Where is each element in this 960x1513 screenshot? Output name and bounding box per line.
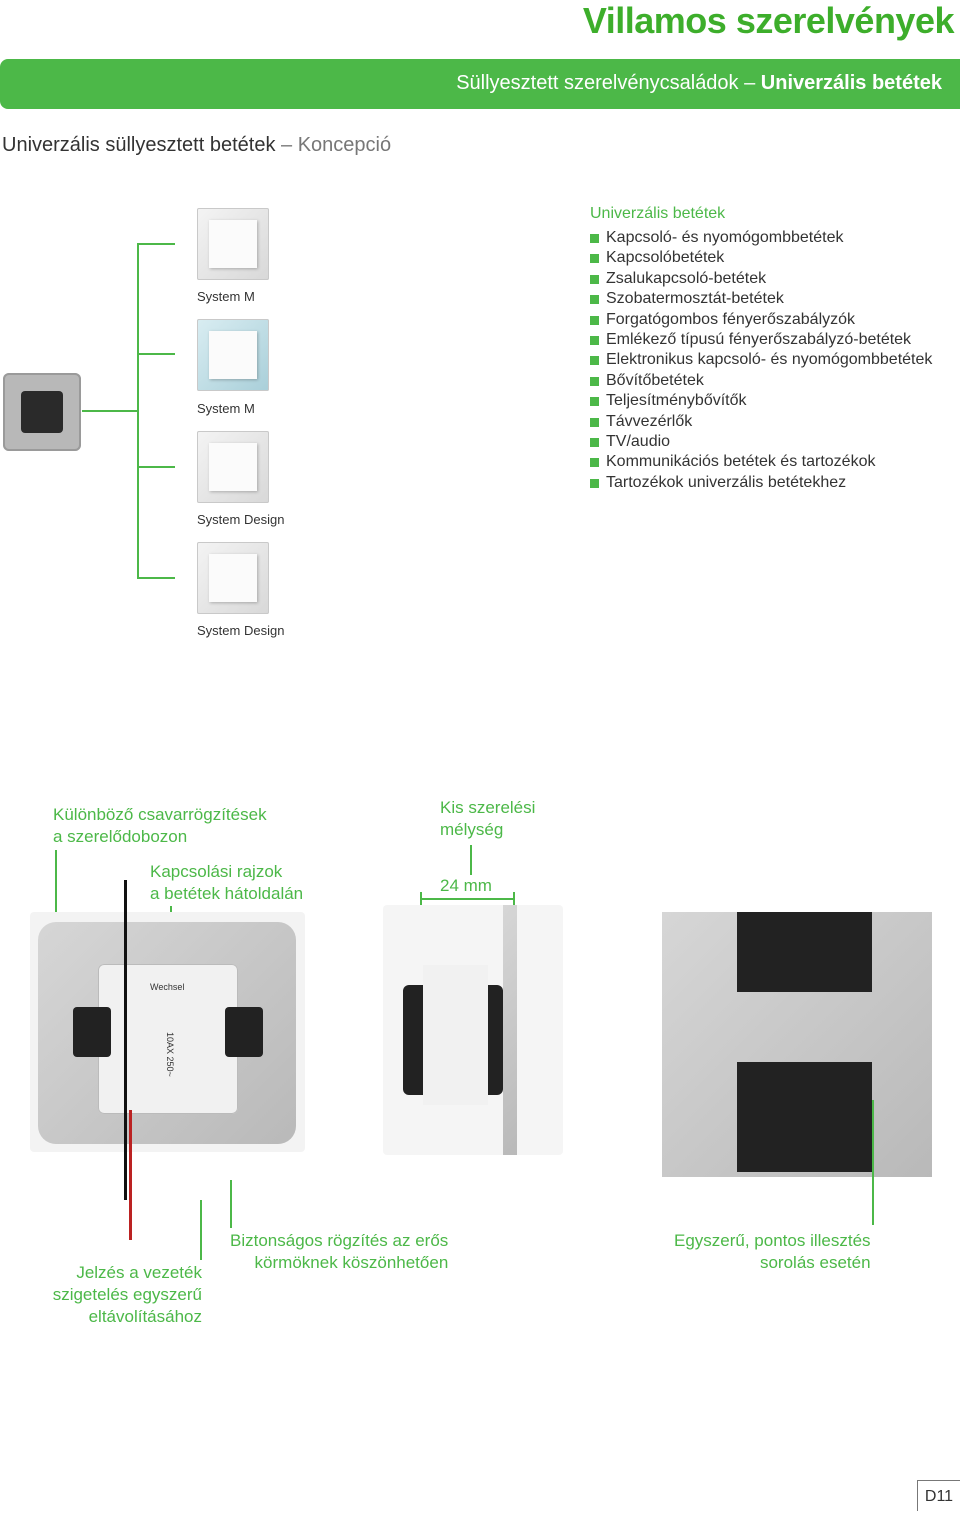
wire-red (129, 1110, 132, 1240)
inserts-list: Kapcsoló- és nyomógombbetétek Kapcsolóbe… (590, 228, 932, 493)
list-item: Zsalukapcsoló-betétek (590, 269, 932, 289)
callout-line: a betétek hátoldalán (150, 884, 304, 903)
list-item: Emlékező típusú fényerőszabályzó-betétek (590, 330, 932, 350)
callout-leader (200, 1200, 202, 1260)
callout-line: szigetelés egyszerű (52, 1285, 202, 1304)
callout-leader (230, 1180, 232, 1228)
frame-system-m-white (197, 208, 269, 280)
callout-line: mélység (440, 820, 504, 839)
depth-dimension-tick (513, 892, 515, 906)
list-item: Kapcsoló- és nyomógombbetétek (590, 228, 932, 248)
section-heading-main: Univerzális süllyesztett betétek (2, 134, 276, 156)
section-heading-light: Koncepció (297, 134, 392, 156)
frame-system-design-alt (197, 542, 269, 614)
callout-line: eltávolításához (88, 1307, 202, 1326)
lower-insert (737, 1062, 872, 1172)
section-band: Süllyesztett szerelvénycsaládok – Univer… (0, 59, 960, 109)
callout-line: Különböző csavarrögzítések (53, 805, 267, 824)
side-cover (423, 965, 488, 1105)
inserts-list-title: Univerzális betétek (590, 205, 726, 222)
callout-line: Egyszerű, pontos illesztés (674, 1231, 871, 1250)
band-title: Süllyesztett szerelvénycsaládok – Univer… (456, 72, 942, 95)
tree-trunk (137, 243, 139, 578)
callout-line: Biztonságos rögzítés az erős (230, 1231, 449, 1250)
list-item: Elektronikus kapcsoló- és nyomógombbetét… (590, 350, 932, 370)
callout-strip-marking: Jelzés a vezeték szigetelés egyszerű elt… (52, 1262, 202, 1328)
insert-print-label: Wechsel (150, 982, 185, 992)
list-item: Kapcsolóbetétek (590, 248, 932, 268)
list-item: Forgatógombos fényerőszabályzók (590, 310, 932, 330)
callout-depth: Kis szerelési mélység (440, 797, 535, 841)
terminal-right (225, 1007, 263, 1057)
depth-value: 24 mm (440, 876, 492, 895)
callout-line: Jelzés a vezeték (76, 1263, 202, 1282)
list-item: Teljesítménybővítők (590, 391, 932, 411)
frame-system-m-glass (197, 319, 269, 391)
callout-line: a szerelődobozon (53, 827, 188, 846)
callout-leader (872, 1100, 874, 1225)
insert-mechanism-photo (3, 373, 81, 451)
wire-black (124, 880, 127, 1200)
insert-side-photo (383, 905, 563, 1155)
list-item: Tartozékok univerzális betétekhez (590, 473, 932, 493)
system-label: System M (197, 289, 255, 304)
upper-insert (737, 912, 872, 992)
section-heading-sep: – (275, 134, 298, 156)
callout-screw-fixing: Különböző csavarrögzítések a szerelődobo… (53, 804, 267, 848)
insert-print-rating: 10AX 250~ (165, 1032, 175, 1077)
callout-secure-fixing: Biztonságos rögzítés az erős körmöknek k… (230, 1230, 448, 1274)
insert-core (21, 391, 63, 433)
terminal-left (73, 1007, 111, 1057)
depth-dimension-tick (420, 892, 422, 906)
section-heading: Univerzális süllyesztett betétek – Konce… (2, 134, 391, 157)
frame-system-design (197, 431, 269, 503)
system-label: System M (197, 401, 255, 416)
callout-line: Kis szerelési (440, 798, 536, 817)
band-title-bold: Univerzális betétek (760, 72, 942, 94)
system-label: System Design (197, 512, 285, 527)
side-plate (503, 905, 517, 1155)
band-title-normal: Süllyesztett szerelvénycsaládok – (456, 72, 761, 94)
callout-leader (470, 845, 472, 875)
tree-branch (137, 353, 175, 355)
list-item: TV/audio (590, 432, 932, 452)
tree-connector (82, 410, 137, 412)
tree-branch (137, 466, 175, 468)
list-item: Távvezérlők (590, 412, 932, 432)
page-title: Villamos szerelvények (582, 0, 955, 41)
callout-alignment: Egyszerű, pontos illesztés sorolás eseté… (674, 1230, 871, 1274)
callout-wiring-diagram: Kapcsolási rajzok a betétek hátoldalán (150, 861, 303, 905)
tree-branch (137, 243, 175, 245)
list-item: Szobatermosztát-betétek (590, 289, 932, 309)
insert-body (98, 964, 238, 1114)
insert-front-photo: Wechsel 10AX 250~ (30, 912, 305, 1152)
tree-branch (137, 577, 175, 579)
page-number: D11 (917, 1480, 960, 1511)
system-label: System Design (197, 623, 285, 638)
ganged-inserts-photo (662, 912, 932, 1177)
list-item: Kommunikációs betétek és tartozékok (590, 452, 932, 472)
callout-line: sorolás esetén (759, 1253, 871, 1272)
callout-line: körmöknek köszönhetően (254, 1253, 449, 1272)
depth-dimension-line (420, 898, 515, 900)
list-item: Bővítőbetétek (590, 371, 932, 391)
callout-line: Kapcsolási rajzok (150, 862, 283, 881)
